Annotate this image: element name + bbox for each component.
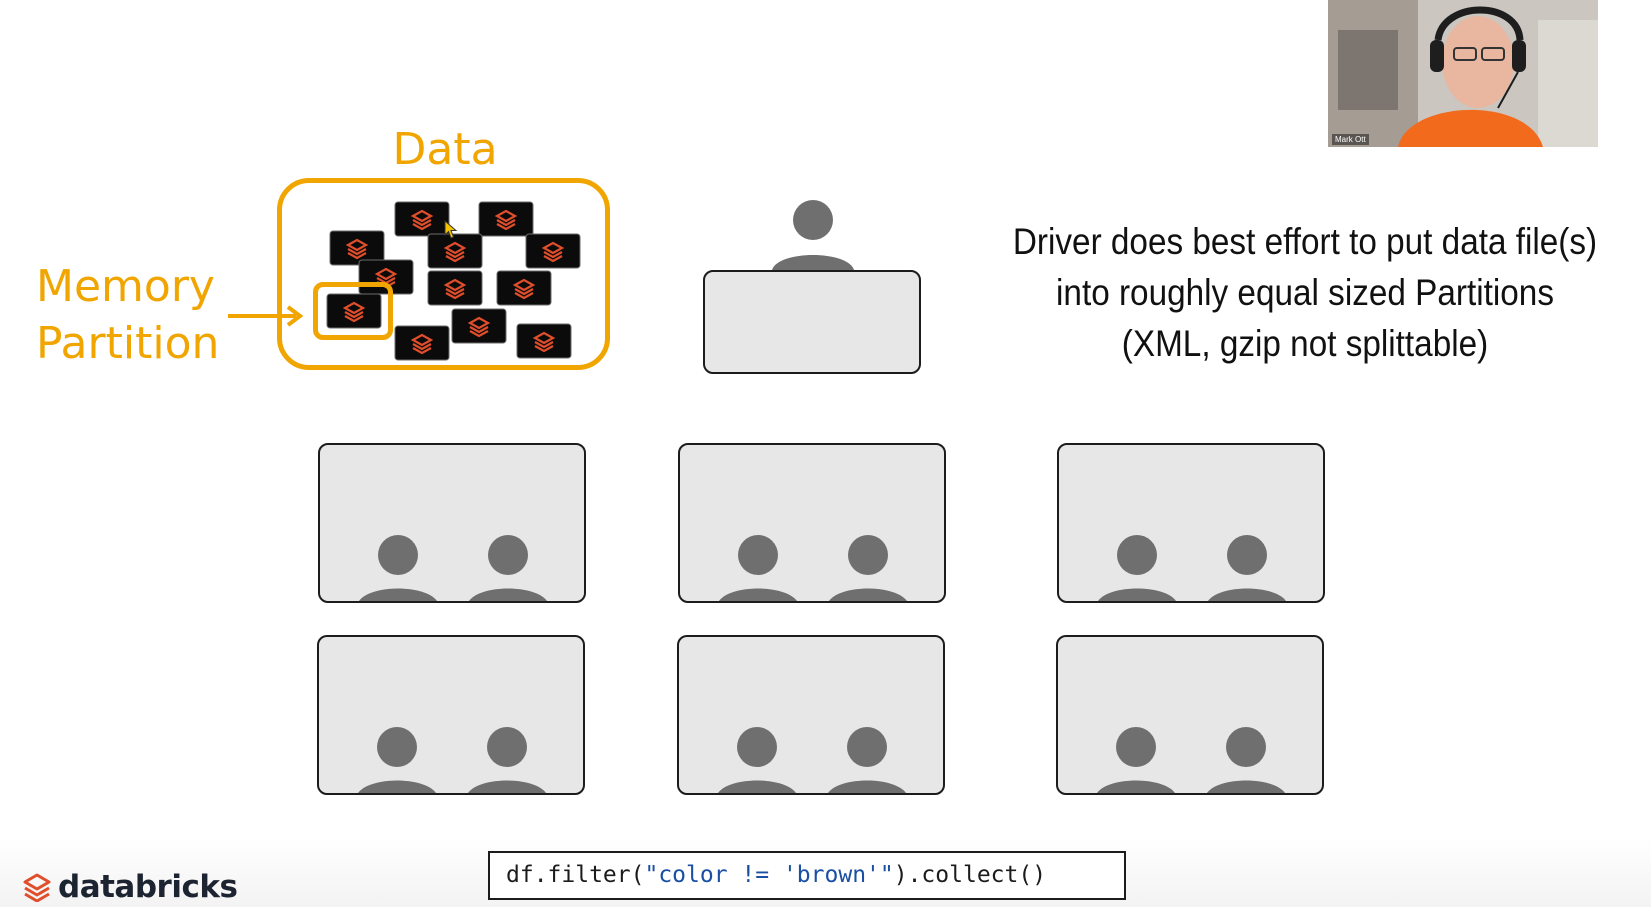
description-text: Driver does best effort to put data file… xyxy=(1013,216,1598,369)
data-file-icon xyxy=(329,230,385,266)
description-line: into roughly equal sized Partitions xyxy=(1056,272,1554,313)
driver-node xyxy=(703,270,921,374)
executor-cores-icon xyxy=(358,727,546,793)
executor-cores-icon xyxy=(719,535,907,601)
arrow-right-icon xyxy=(228,305,304,327)
description-line: (XML, gzip not splittable) xyxy=(1121,323,1489,364)
code-string: "color != 'brown'" xyxy=(644,862,894,888)
data-file-icon xyxy=(427,270,483,306)
code-snippet: df.filter("color != 'brown'").collect() xyxy=(488,851,1126,900)
executor-node xyxy=(318,443,586,603)
brand-name: databricks xyxy=(58,869,238,905)
webcam-feed: Mark Ott xyxy=(1328,0,1598,147)
executor-cores-icon xyxy=(359,535,547,601)
data-container xyxy=(277,178,610,370)
description-line: Driver does best effort to put data file… xyxy=(1012,221,1598,262)
data-file-icon xyxy=(478,201,534,237)
participant-name-tag: Mark Ott xyxy=(1332,134,1369,145)
data-file-icon xyxy=(451,308,507,344)
data-title: Data xyxy=(392,124,498,175)
executor-node xyxy=(678,443,946,603)
partition-label-line: Partition xyxy=(36,318,220,369)
executor-cores-icon xyxy=(1098,535,1286,601)
data-file-icon xyxy=(427,233,483,269)
data-file-icon xyxy=(525,233,581,269)
executor-node xyxy=(1056,635,1324,795)
executor-cores-icon xyxy=(1097,727,1285,793)
data-file-icon xyxy=(394,201,450,237)
code-suffix: ).collect() xyxy=(893,862,1047,888)
memory-partition-label: Memory Partition xyxy=(36,258,219,372)
executor-node xyxy=(317,635,585,795)
data-file-icon xyxy=(516,323,572,359)
data-file-icon xyxy=(326,293,382,329)
data-file-icon xyxy=(496,270,552,306)
code-prefix: df.filter( xyxy=(506,862,645,888)
data-file-icon xyxy=(394,325,450,361)
executor-node xyxy=(677,635,945,795)
databricks-logo-icon xyxy=(23,873,51,902)
executor-cores-icon xyxy=(718,727,906,793)
memory-label-line: Memory xyxy=(36,261,215,312)
mouse-cursor-icon xyxy=(444,220,458,239)
webcam-presenter-image xyxy=(1328,0,1598,147)
driver-person-icon xyxy=(772,200,854,270)
memory-partition-highlight xyxy=(313,282,393,340)
executor-node xyxy=(1057,443,1325,603)
